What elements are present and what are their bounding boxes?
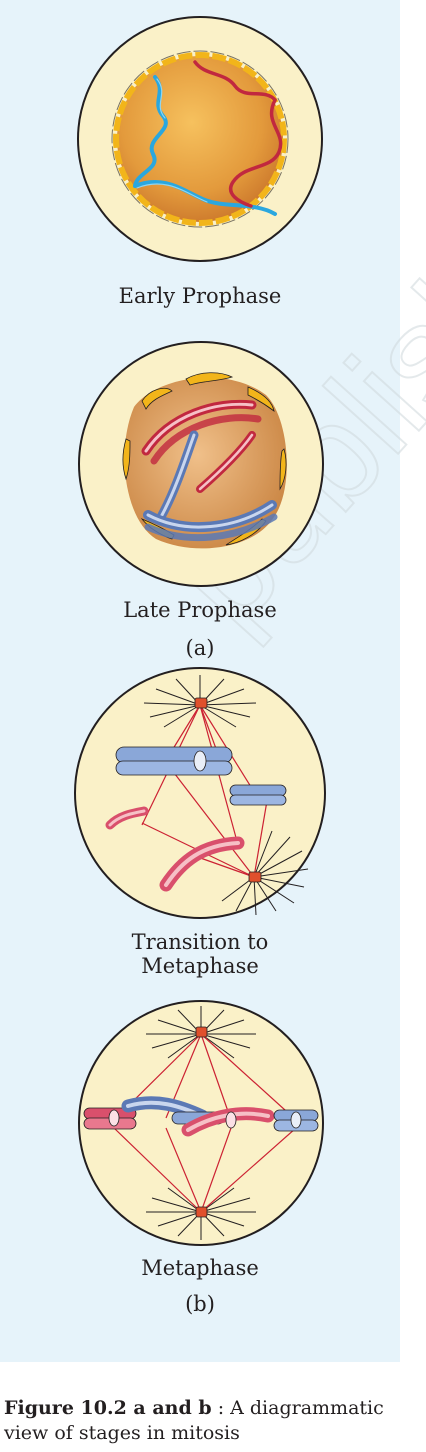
label-transition-line1: Transition to: [131, 930, 269, 954]
aster-bottom: [146, 1187, 256, 1240]
centriole-bottom: [248, 871, 262, 883]
nuclear-envelope: [113, 52, 287, 226]
metaphase-plate-chromosomes: [83, 1096, 319, 1137]
centriole-bottom: [195, 1206, 208, 1218]
label-late-prophase: Late Prophase: [123, 598, 277, 622]
figure-caption: Figure 10.2 a and b : A diagrammatic vie…: [4, 1396, 424, 1446]
centriole-top: [195, 1026, 208, 1038]
figure-panel: published Early Prophase: [0, 0, 426, 1362]
centriole-top: [194, 697, 208, 709]
label-part-a: (a): [185, 636, 215, 660]
chromatin: [133, 60, 283, 216]
metaphase-cell: [78, 1000, 324, 1246]
label-transition-line2: Metaphase: [141, 954, 259, 978]
condensed-chromosomes: [141, 399, 278, 542]
early-prophase-cell: [77, 16, 323, 262]
transition-metaphase-cell: [74, 667, 326, 919]
label-early-prophase: Early Prophase: [118, 284, 282, 308]
late-prophase-cell: [78, 341, 324, 587]
label-metaphase: Metaphase: [141, 1256, 259, 1280]
spindle-fibers: [113, 1033, 297, 1213]
caption-text: : A diagrammatic view of stages in mitos…: [4, 1397, 384, 1444]
aster-top: [143, 675, 257, 728]
chromosomes: [105, 746, 287, 892]
caption-label: Figure 10.2 a and b: [4, 1397, 212, 1419]
label-part-b: (b): [185, 1292, 215, 1316]
